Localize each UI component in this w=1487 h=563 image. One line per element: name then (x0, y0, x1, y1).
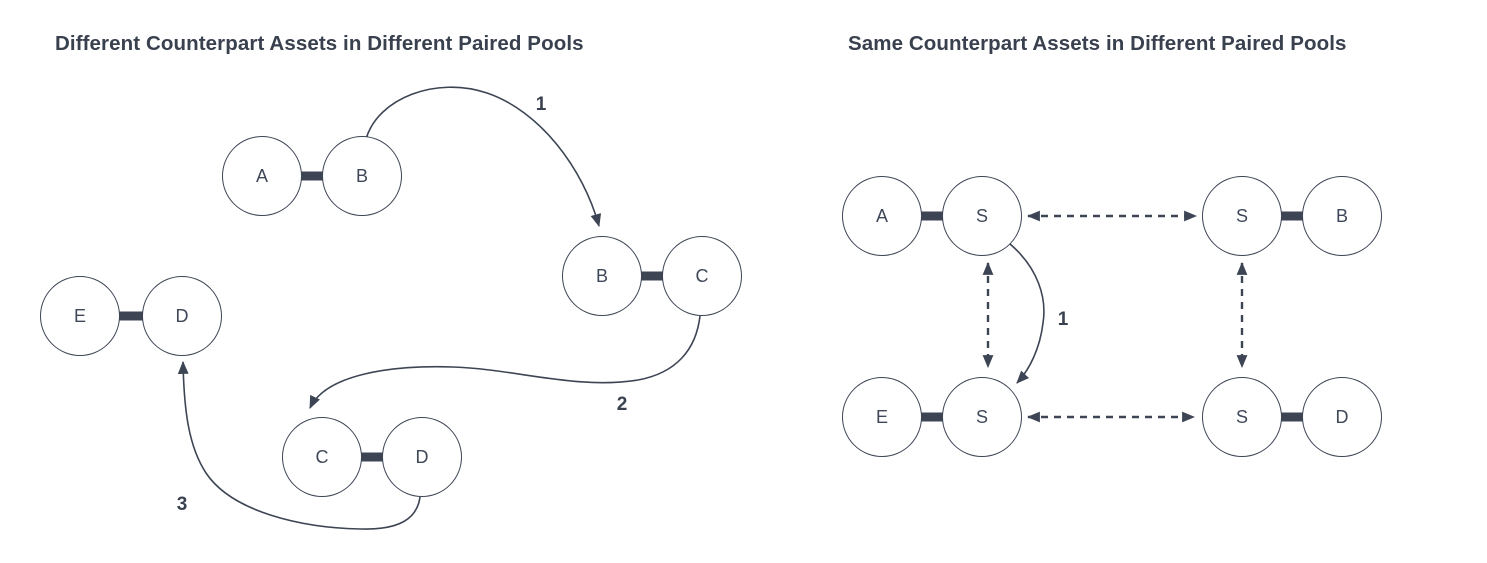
node-label: B (1335, 205, 1348, 226)
node-ab-b: B (322, 136, 402, 216)
node-label: D (415, 446, 429, 467)
node-ab-a: A (222, 136, 302, 216)
node-cd-c: C (282, 417, 362, 497)
node-label: B (355, 165, 368, 186)
node-label: S (1235, 205, 1248, 226)
node-label: C (695, 265, 709, 286)
node-label: S (975, 205, 988, 226)
node-ed-d: D (142, 276, 222, 356)
flow-label-1: 1 (535, 94, 547, 115)
node-sd-s: S (1202, 377, 1282, 457)
left-diagram-title: Different Counterpart Assets in Differen… (55, 32, 584, 55)
node-label: A (255, 165, 268, 186)
node-label: E (875, 406, 888, 427)
swap-arrow-1 (365, 86, 602, 228)
right-diagram-title: Same Counterpart Assets in Different Pai… (848, 32, 1347, 55)
swap-arrow-2 (309, 315, 701, 409)
flow-label-3: 3 (176, 494, 188, 515)
node-es-e: E (842, 377, 922, 457)
swap-arrow-3 (177, 360, 421, 530)
node-label: E (73, 305, 86, 326)
node-label: D (1335, 406, 1349, 427)
node-ed-e: E (40, 276, 120, 356)
flow-label-2: 2 (616, 394, 628, 415)
node-sd-d: D (1302, 377, 1382, 457)
flow-label-right-1: 1 (1057, 309, 1069, 330)
node-label: C (315, 446, 329, 467)
node-as-a: A (842, 176, 922, 256)
node-sb-s: S (1202, 176, 1282, 256)
node-bc-c: C (662, 236, 742, 316)
node-label: A (875, 205, 888, 226)
node-label: D (175, 305, 189, 326)
node-sb-b: B (1302, 176, 1382, 256)
node-es-s: S (942, 377, 1022, 457)
swap-arrow-right-1 (1009, 243, 1045, 384)
node-label: B (595, 265, 608, 286)
node-as-s: S (942, 176, 1022, 256)
node-cd-d: D (382, 417, 462, 497)
node-bc-b: B (562, 236, 642, 316)
node-label: S (975, 406, 988, 427)
node-label: S (1235, 406, 1248, 427)
